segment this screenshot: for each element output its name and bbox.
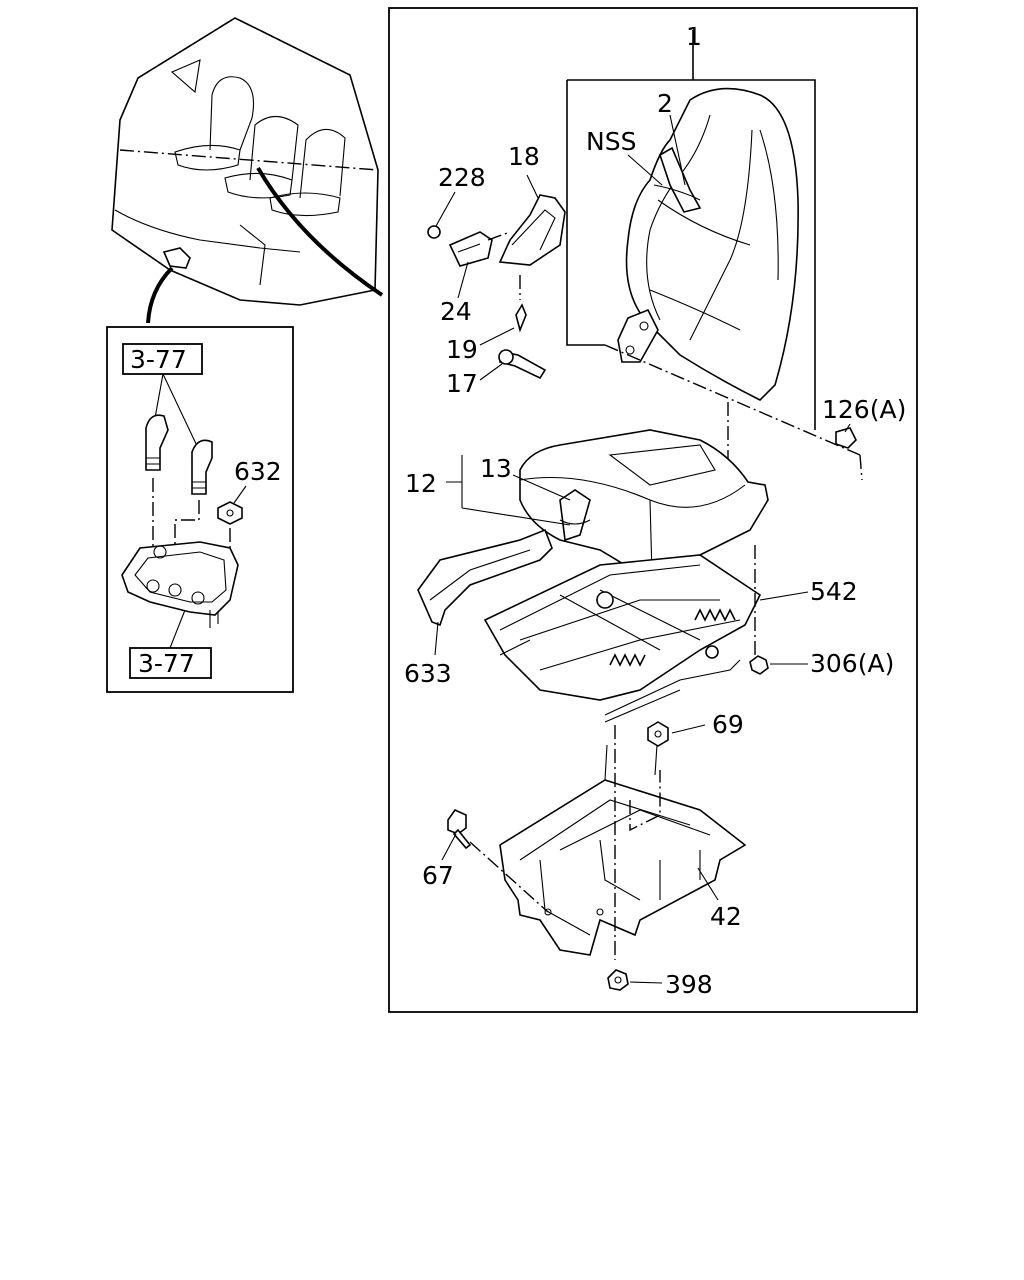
label-part-633: 633 — [404, 659, 452, 688]
nut-398 — [607, 969, 629, 991]
inset-detail-frame — [106, 326, 294, 693]
ref-label-bottom: 3-77 — [138, 649, 195, 678]
label-part-18: 18 — [508, 142, 540, 171]
label-part-69: 69 — [712, 710, 744, 739]
seat-slide-rails — [417, 528, 762, 723]
label-part-17: 17 — [446, 369, 478, 398]
main-parts-frame — [388, 7, 918, 1013]
label-part-542: 542 — [810, 577, 858, 606]
label-part-24: 24 — [440, 297, 472, 326]
seat-cushion-assembly — [519, 429, 769, 581]
nut-306a — [749, 655, 769, 675]
label-part-398: 398 — [665, 970, 713, 999]
seat-base-riser — [499, 725, 747, 960]
recliner-cover-parts — [427, 194, 566, 380]
label-part-632: 632 — [234, 457, 282, 486]
label-part-12: 12 — [405, 469, 437, 498]
label-part-126a: 126(A) — [822, 395, 906, 424]
nut-69 — [647, 721, 669, 747]
label-part-19: 19 — [446, 335, 478, 364]
cab-overview-illustration — [111, 17, 384, 324]
ref-label-top: 3-77 — [130, 345, 187, 374]
inset-buckle-assembly — [121, 343, 243, 679]
label-part-42: 42 — [710, 902, 742, 931]
label-part-13: 13 — [480, 454, 512, 483]
bolt-67 — [447, 808, 472, 850]
label-part-306a: 306(A) — [810, 649, 894, 678]
label-part-67: 67 — [422, 861, 454, 890]
label-part-1: 1 — [686, 22, 702, 51]
label-part-2: 2 — [657, 89, 673, 118]
label-nss: NSS — [586, 127, 636, 156]
seat-back-assembly — [566, 30, 863, 481]
label-part-228: 228 — [438, 163, 486, 192]
